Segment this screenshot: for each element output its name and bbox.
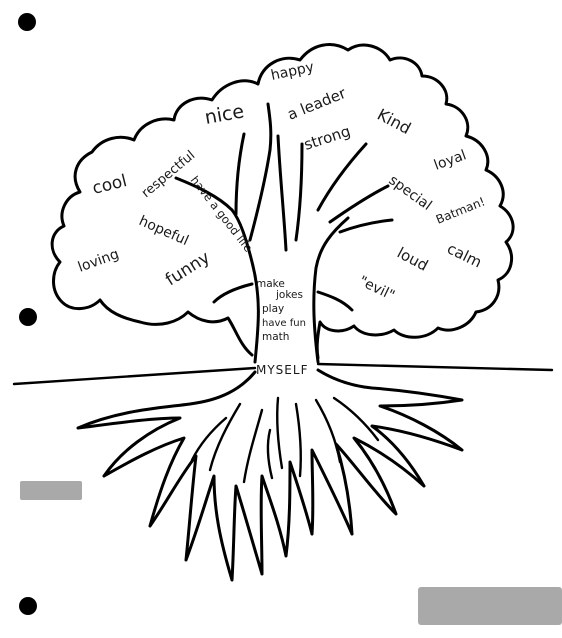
word-hopeful: hopeful xyxy=(136,213,191,249)
word-have-a-good-life: have a good life xyxy=(188,173,256,254)
redacted-label-left xyxy=(20,481,82,500)
branch-center-right xyxy=(296,144,302,240)
root-detail-right xyxy=(296,398,378,476)
word-nice: nice xyxy=(203,100,246,129)
word-batman: Batman! xyxy=(434,194,487,226)
word-special: special xyxy=(386,172,435,214)
word-funny: funny xyxy=(162,248,214,291)
word-loving: loving xyxy=(76,246,121,276)
word-cool: cool xyxy=(90,171,129,199)
trunk-word-math: math xyxy=(262,331,289,343)
roots xyxy=(78,370,462,580)
word-calm: calm xyxy=(444,239,484,271)
branch-right-middle xyxy=(330,186,388,222)
trunk-word-jokes: jokes xyxy=(275,289,303,301)
trunk-word-have-fun: have fun xyxy=(262,318,306,329)
root-label-myself: MYSELF xyxy=(256,363,308,377)
branch-left-inner xyxy=(236,134,244,214)
root-detail-center xyxy=(268,398,282,478)
word-strong: strong xyxy=(302,122,353,154)
word-respectful: respectful xyxy=(139,148,198,201)
branch-left-small xyxy=(214,284,252,302)
word-happy: happy xyxy=(270,59,316,84)
branch-center xyxy=(278,136,286,250)
word-evil: "evil" xyxy=(356,273,397,304)
branch-center-left xyxy=(250,104,271,240)
redacted-label-bottom-right xyxy=(418,587,562,625)
binder-hole-middle xyxy=(19,308,37,326)
word-a-leader: a leader xyxy=(285,84,350,124)
branch-right-small xyxy=(318,292,352,310)
root-detail-left xyxy=(192,404,262,482)
word-loud: loud xyxy=(394,244,431,275)
branch-right-lower xyxy=(340,220,392,232)
trunk-word-play: play xyxy=(262,303,284,315)
word-kind: Kind xyxy=(374,105,414,138)
branch-right-upper xyxy=(318,144,366,210)
word-loyal: loyal xyxy=(432,147,469,173)
binder-hole-bottom xyxy=(19,597,37,615)
binder-hole-top xyxy=(18,13,36,31)
